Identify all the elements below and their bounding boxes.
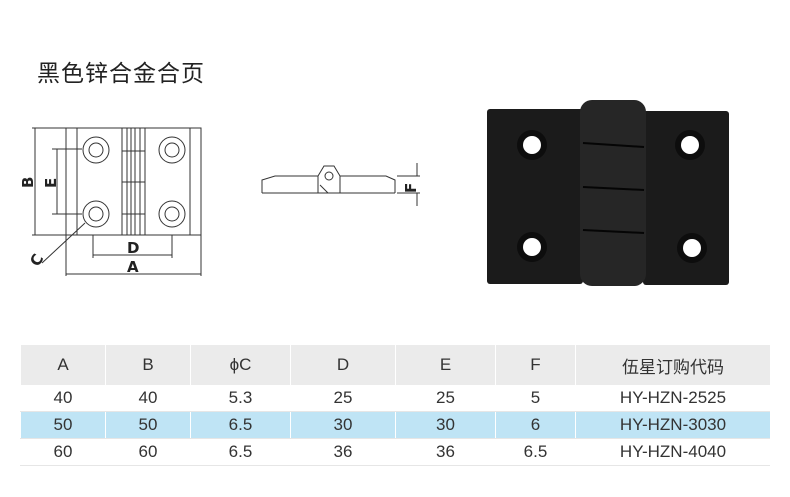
cell: 40 xyxy=(20,385,106,412)
cell: 30 xyxy=(395,411,496,439)
cell: 25 xyxy=(290,385,396,412)
technical-drawing: B E D A C F xyxy=(19,100,729,286)
cell: 6 xyxy=(495,411,576,439)
cell: 6.5 xyxy=(495,438,576,466)
header-order-code: 伍星订购代码 xyxy=(575,345,770,385)
cell: 30 xyxy=(290,411,396,439)
cell: 6.5 xyxy=(190,438,291,466)
cell: 6.5 xyxy=(190,411,291,439)
cell: HY-HZN-3030 xyxy=(575,411,770,439)
header-e: E xyxy=(395,345,496,385)
spec-table: A B ϕC D E F 伍星订购代码 40 40 5.3 25 25 5 HY… xyxy=(20,345,770,466)
table-row-highlighted: 50 50 6.5 30 30 6 HY-HZN-3030 xyxy=(20,411,770,439)
table-row: 60 60 6.5 36 36 6.5 HY-HZN-4040 xyxy=(20,438,770,466)
header-b: B xyxy=(105,345,191,385)
hinge-product-photo xyxy=(487,100,729,286)
cell: 60 xyxy=(105,438,191,466)
header-a: A xyxy=(20,345,106,385)
cell: HY-HZN-4040 xyxy=(575,438,770,466)
dim-label-a: A xyxy=(127,258,139,276)
dim-label-d: D xyxy=(127,239,139,257)
header-c: ϕC xyxy=(190,345,291,385)
header-f: F xyxy=(495,345,576,385)
dim-label-c: C xyxy=(26,251,47,270)
cell: 50 xyxy=(105,411,191,439)
cell: 25 xyxy=(395,385,496,412)
header-d: D xyxy=(290,345,396,385)
dim-label-e: E xyxy=(42,178,60,188)
dim-label-b: B xyxy=(19,177,37,188)
hinge-side-view xyxy=(261,163,420,206)
cell: 36 xyxy=(395,438,496,466)
cell: 60 xyxy=(20,438,106,466)
hinge-front-view xyxy=(32,127,202,276)
cell: 50 xyxy=(20,411,106,439)
dim-label-f: F xyxy=(402,183,420,193)
cell: HY-HZN-2525 xyxy=(575,385,770,412)
table-row: 40 40 5.3 25 25 5 HY-HZN-2525 xyxy=(20,385,770,412)
table-header-row: A B ϕC D E F 伍星订购代码 xyxy=(20,345,770,385)
page-title: 黑色锌合金合页 xyxy=(37,61,205,87)
cell: 40 xyxy=(105,385,191,412)
cell: 5 xyxy=(495,385,576,412)
cell: 5.3 xyxy=(190,385,291,412)
cell: 36 xyxy=(290,438,396,466)
